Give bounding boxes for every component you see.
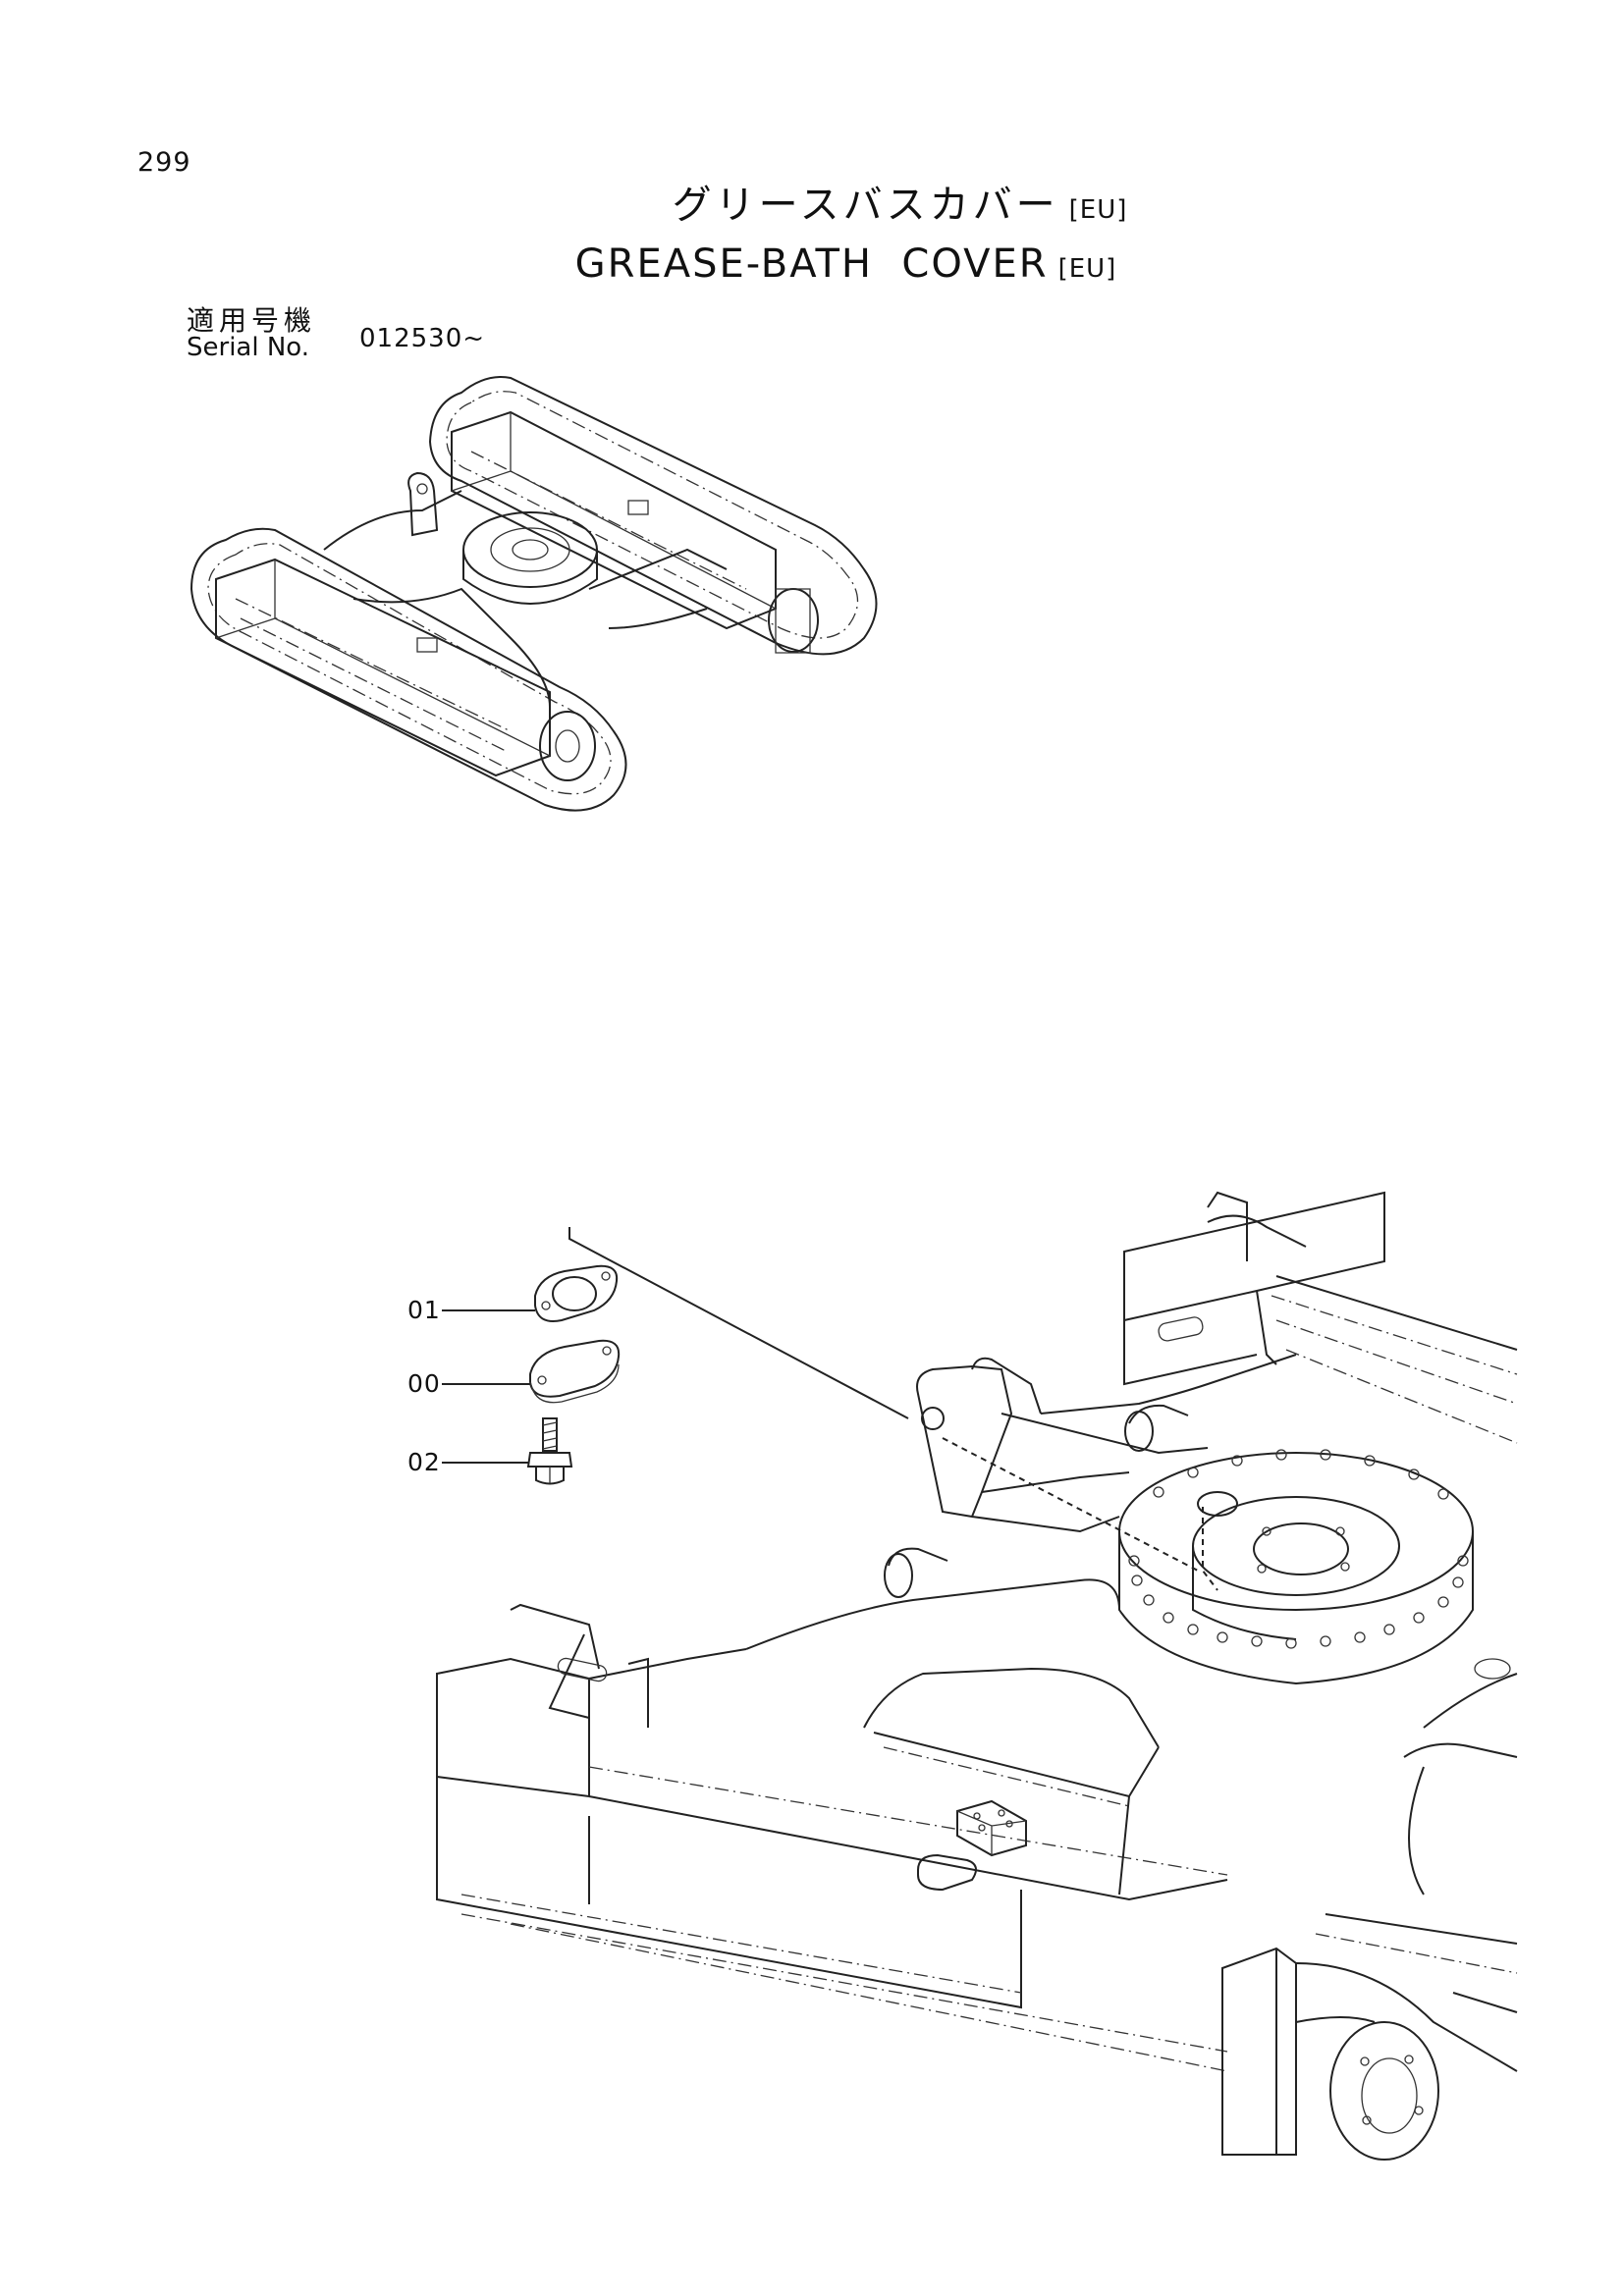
title-block: グリースバスカバー [EU] GREASE-BATH COVER [EU] xyxy=(0,182,1623,288)
part-cover-plate-00 xyxy=(529,1339,621,1404)
callout-02: 02 xyxy=(407,1448,441,1476)
callout-leaders xyxy=(442,1227,909,1464)
callout-00: 00 xyxy=(407,1369,441,1398)
callout-01: 01 xyxy=(407,1296,441,1324)
title-english-text: GREASE-BATH COVER xyxy=(574,241,1049,287)
part-bolt-02 xyxy=(526,1417,573,1485)
overview-undercarriage-illustration xyxy=(189,376,878,812)
region-tag-japanese: [EU] xyxy=(1068,195,1128,225)
undercarriage-frame-detail xyxy=(436,1191,1518,2161)
title-english: GREASE-BATH COVER [EU] xyxy=(34,240,1623,288)
title-japanese-text: グリースバスカバー xyxy=(672,183,1059,228)
serial-value: 012530~ xyxy=(359,324,486,353)
page-number: 299 xyxy=(137,147,191,178)
serial-label-block: 適用号機 Serial No. xyxy=(187,306,316,362)
title-japanese: グリースバスカバー [EU] xyxy=(88,182,1623,229)
serial-label-japanese: 適用号機 xyxy=(187,304,317,337)
part-gasket-01 xyxy=(534,1264,619,1322)
region-tag-english: [EU] xyxy=(1057,254,1117,284)
serial-label-english: Serial No. xyxy=(187,333,309,363)
